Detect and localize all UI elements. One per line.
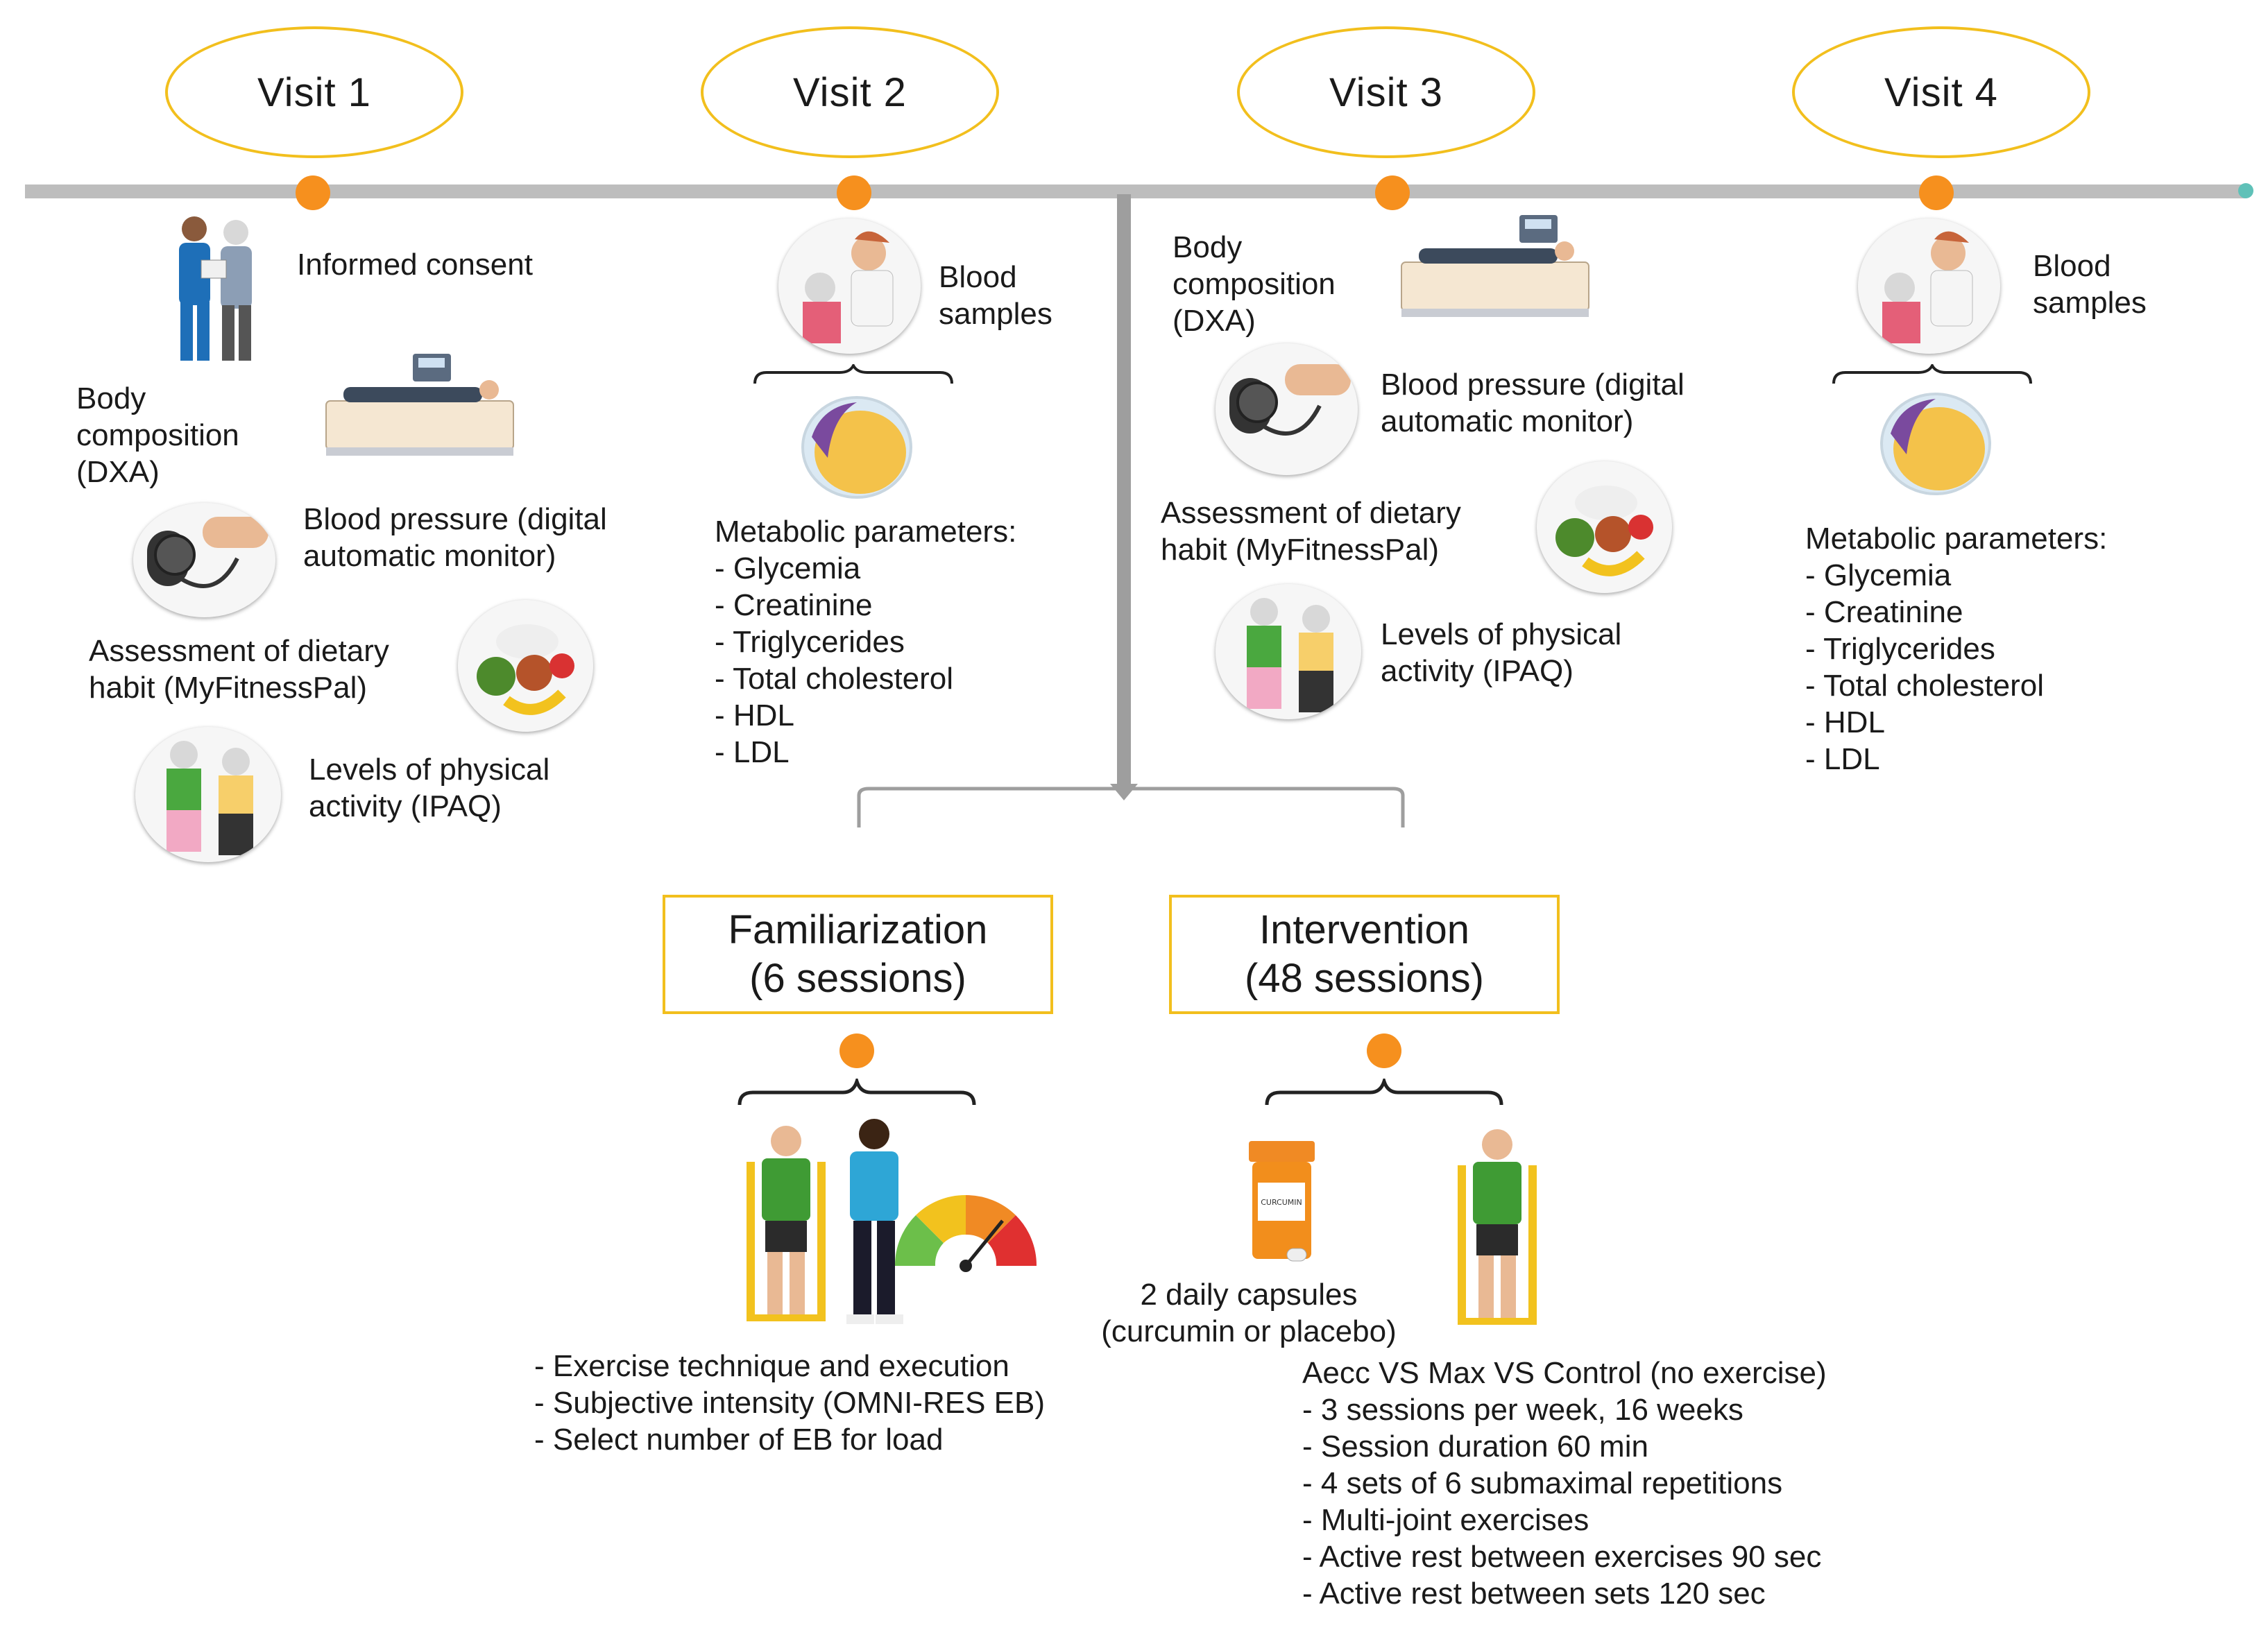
- informed-consent-icon: [179, 216, 252, 361]
- intervention-item: Multi-joint exercises: [1302, 1502, 1827, 1538]
- visit-3-dot: [1375, 175, 1410, 210]
- intervention-item: 4 sets of 6 submaximal repetitions: [1302, 1465, 1827, 1502]
- familiarization-item: Select number of EB for load: [534, 1421, 1045, 1458]
- familiarization-dot: [839, 1033, 874, 1068]
- intervention-brace: [1265, 1079, 1503, 1106]
- familiarization-list: Exercise technique and execution Subject…: [534, 1348, 1045, 1458]
- familiarization-brace: [737, 1079, 976, 1106]
- metabolic-item: HDL: [715, 697, 1016, 734]
- visit-4-cell-icon: [1880, 393, 1991, 495]
- metabolic-item: Glycemia: [1805, 557, 2107, 594]
- visit-2-blood-samples: Blood samples: [939, 260, 1052, 331]
- metabolic-item: Total cholesterol: [715, 660, 1016, 697]
- intervention-item: Session duration 60 min: [1302, 1428, 1827, 1465]
- visit-2-dot: [837, 175, 871, 210]
- metabolic-item: Glycemia: [715, 550, 1016, 587]
- visit-3-dietary: Assessment of dietary habit (MyFitnessPa…: [1161, 496, 1461, 567]
- metabolic-item: Creatinine: [1805, 594, 2107, 630]
- visit-1-label: Visit 1: [257, 69, 371, 115]
- familiarization-item: Exercise technique and execution: [534, 1348, 1045, 1384]
- visit-4-dot: [1919, 175, 1954, 210]
- visit-4-label: Visit 4: [1884, 69, 1998, 115]
- familiarization-item: Subjective intensity (OMNI-RES EB): [534, 1384, 1045, 1421]
- visit-1-dot: [296, 175, 330, 210]
- timeline-end-marker: [2238, 183, 2253, 198]
- intervention-dot: [1367, 1033, 1401, 1068]
- metabolic-item: HDL: [1805, 704, 2107, 741]
- timeline-line: [25, 185, 2245, 198]
- visit-3-physical-activity-icon: [1216, 584, 1361, 719]
- visit-2-label: Visit 2: [793, 69, 907, 115]
- visit-3-blood-pressure-icon: [1216, 343, 1358, 475]
- intervention-item: Active rest between sets 120 sec: [1302, 1575, 1827, 1612]
- intervention-exercise-icon: [1458, 1129, 1537, 1325]
- familiarization-box: Familiarization (6 sessions): [663, 895, 1053, 1014]
- elastic-band-exercise-icon: [747, 1126, 826, 1321]
- dxa-scanner-icon: [325, 354, 514, 456]
- blood-pressure-icon: [133, 503, 275, 617]
- visit-1-blood-pressure: Blood pressure (digital automatic monito…: [303, 502, 607, 573]
- metabolic-item: Creatinine: [715, 587, 1016, 624]
- intervention-box: Intervention (48 sessions): [1169, 895, 1560, 1014]
- intervention-item: Active rest between exercises 90 sec: [1302, 1538, 1827, 1575]
- metabolic-item: LDL: [1805, 741, 2107, 778]
- visit-2-ellipse: Visit 2: [701, 26, 999, 158]
- visit-1-informed-consent: Informed consent: [297, 248, 533, 282]
- visit-3-food-icon: [1537, 461, 1672, 593]
- visit-4-metabolic: Metabolic parameters: Glycemia Creatinin…: [1805, 520, 2107, 778]
- trainer-icon: [846, 1119, 903, 1324]
- visit-4-blood-sample-icon: [1858, 218, 2000, 354]
- visit-4-ellipse: Visit 4: [1792, 26, 2090, 158]
- visit-1-physical-activity: Levels of physical activity (IPAQ): [309, 753, 550, 823]
- food-icon: [458, 600, 593, 732]
- metabolic-item: Total cholesterol: [1805, 667, 2107, 704]
- visit-2-blood-sample-icon: [778, 218, 921, 354]
- metabolic-item: LDL: [715, 734, 1016, 771]
- visit-2-brace: [753, 364, 953, 384]
- visit-4-brace: [1832, 364, 2032, 384]
- intervention-capsules: 2 daily capsules (curcumin or placebo): [1101, 1278, 1397, 1348]
- phase-bracket: [857, 787, 1405, 827]
- bottle-label: CURCUMIN: [1261, 1198, 1302, 1207]
- metabolic-item: Triglycerides: [715, 624, 1016, 660]
- visit-3-label: Visit 3: [1329, 69, 1443, 115]
- visit-2-cell-icon: [801, 396, 912, 499]
- visit-3-blood-pressure: Blood pressure (digital automatic monito…: [1381, 368, 1685, 438]
- intensity-gauge-icon: [894, 1194, 1037, 1272]
- visit-1-ellipse: Visit 1: [165, 26, 463, 158]
- visit-3-ellipse: Visit 3: [1237, 26, 1535, 158]
- curcumin-bottle-icon: CURCUMIN: [1249, 1141, 1315, 1262]
- visit-3-body-composition: Body composition (DXA): [1173, 230, 1336, 338]
- physical-activity-icon: [135, 727, 281, 862]
- metabolic-item: Triglycerides: [1805, 630, 2107, 667]
- visit-2-metabolic: Metabolic parameters: Glycemia Creatinin…: [715, 513, 1016, 771]
- timeline-vertical-line: [1117, 194, 1131, 791]
- visit-3-dxa-scanner-icon: [1401, 215, 1589, 317]
- visit-1-body-composition: Body composition (DXA): [76, 381, 239, 489]
- intervention-list: Aecc VS Max VS Control (no exercise) 3 s…: [1302, 1355, 1827, 1612]
- visit-3-physical-activity: Levels of physical activity (IPAQ): [1381, 617, 1622, 688]
- timeline-vertical-arrow: [1110, 784, 1138, 800]
- visit-1-dietary: Assessment of dietary habit (MyFitnessPa…: [89, 634, 389, 705]
- intervention-item: 3 sessions per week, 16 weeks: [1302, 1391, 1827, 1428]
- visit-4-blood-samples: Blood samples: [2033, 249, 2147, 320]
